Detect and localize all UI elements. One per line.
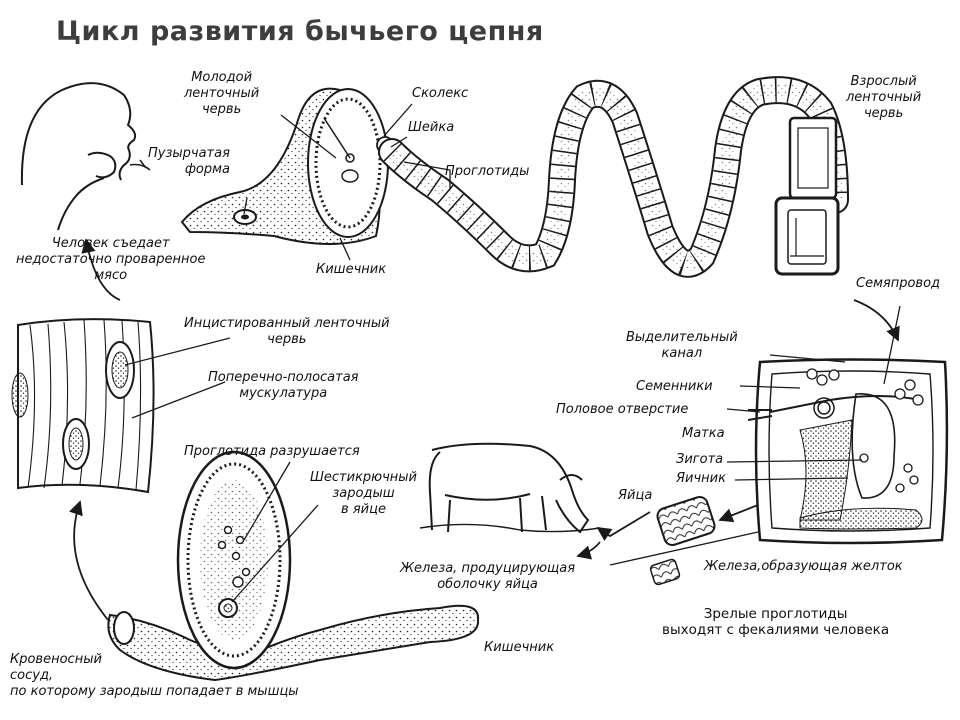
- proglottid-anatomy-drawing: [747, 358, 949, 545]
- eggs-drawing: [649, 495, 716, 586]
- leader-lines: [124, 103, 901, 603]
- label-scolex: Сколекс: [412, 86, 469, 101]
- diagram-title: Цикл развития бычьего цепня: [56, 16, 544, 47]
- label-yolk-gland: Железа,образующая желток: [704, 559, 903, 574]
- label-neck: Шейка: [408, 120, 455, 135]
- human-head-drawing: [20, 82, 151, 231]
- upper-intestine-drawing: [180, 87, 389, 245]
- label-testes: Семенники: [636, 379, 713, 394]
- label-hexacanth-embryo: Шестикрючный зародыш в яйце: [310, 470, 418, 517]
- cow-drawing: [419, 442, 601, 534]
- tapeworm-chain-drawing: [376, 76, 849, 278]
- label-shell-gland: Железа, продуцирующая оболочку яйца: [400, 561, 576, 592]
- label-intestine-bottom: Кишечник: [484, 640, 555, 655]
- label-adult-worm: Взрослый ленточный червь: [846, 74, 922, 121]
- muscle-tissue-drawing: [11, 318, 155, 494]
- label-proglottid-destroyed: Проглотида разрушается: [184, 444, 360, 459]
- label-excretory-canal: Выделительный канал: [626, 330, 738, 361]
- label-human-eats: Человек съедает недостаточно проваренное…: [16, 236, 206, 283]
- cycle-arrows: [69, 238, 900, 621]
- label-young-worm: Молодой ленточный червь: [184, 70, 260, 117]
- label-seminal-duct: Семяпровод: [856, 276, 941, 291]
- label-eggs: Яйца: [618, 488, 653, 503]
- label-encysted-worm: Инцистированный ленточный червь: [184, 316, 390, 347]
- label-blood-vessel: Кровеносный сосуд, по которому зародыш п…: [10, 652, 299, 699]
- label-ovary: Яичник: [676, 471, 726, 486]
- label-intestine-top: Кишечник: [316, 262, 387, 277]
- label-mature-proglottids: Зрелые проглотиды выходят с фекалиями че…: [662, 606, 890, 638]
- label-bladder-form: Пузырчатая форма: [148, 146, 230, 177]
- label-uterus: Матка: [682, 426, 725, 441]
- lower-intestine-drawing: [107, 450, 480, 682]
- label-proglottids: Проглотиды: [445, 164, 530, 179]
- label-zygote: Зигота: [676, 452, 724, 467]
- label-striated-muscle: Поперечно-полосатая мускулатура: [208, 370, 359, 401]
- label-genital-opening: Половое отверстие: [556, 402, 689, 417]
